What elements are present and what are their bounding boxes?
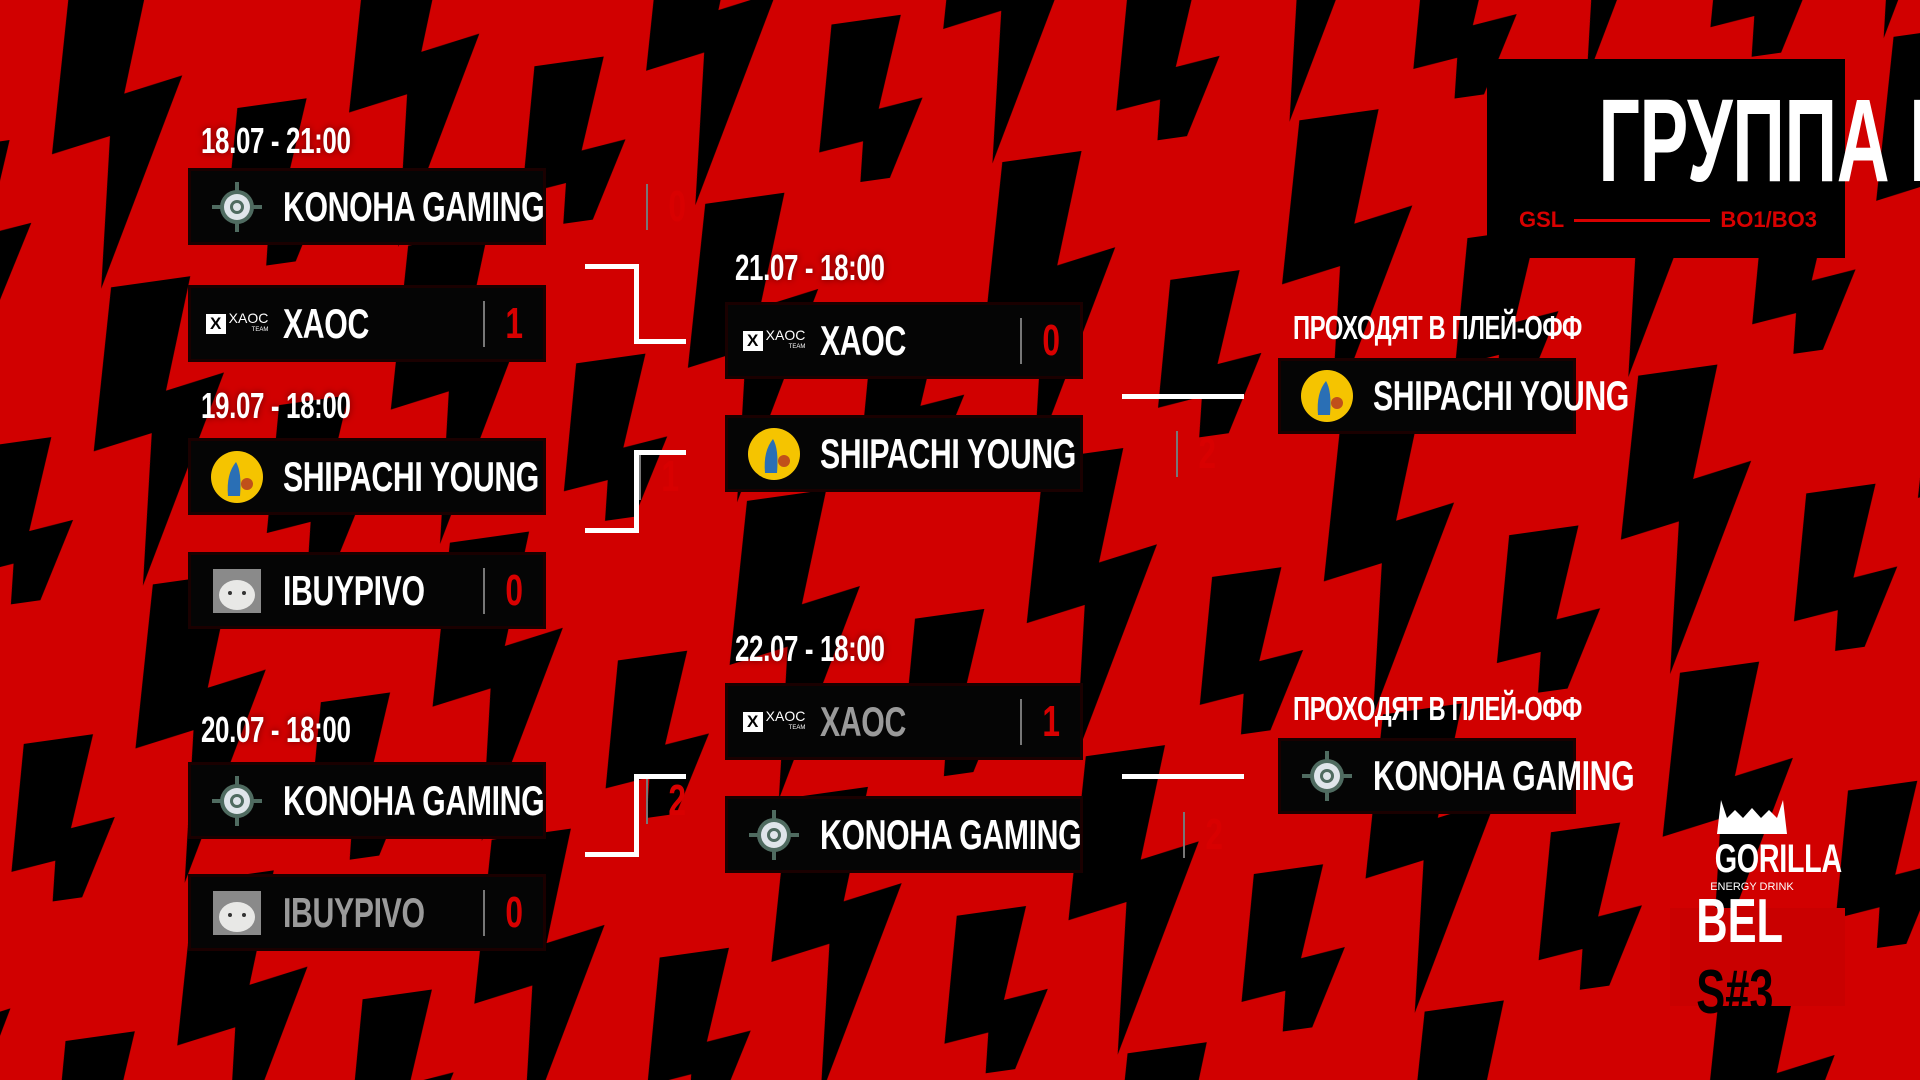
team-row: IBUYPIVO 0 xyxy=(188,874,546,951)
team-name: XAOC xyxy=(283,299,369,347)
team-score: 2 xyxy=(1197,428,1216,478)
advance-label: ПРОХОДЯТ В ПЛЕЙ-ОФФ xyxy=(1293,309,1582,346)
score-divider xyxy=(483,567,485,614)
team-score: 1 xyxy=(660,451,679,501)
team-row: IBUYPIVO 0 xyxy=(188,552,546,629)
score-divider xyxy=(645,777,648,824)
match-date: 18.07 - 21:00 xyxy=(201,120,351,161)
shipachi-icon xyxy=(211,450,263,503)
crown-icon xyxy=(1717,800,1787,834)
score-divider xyxy=(638,453,641,500)
score-divider xyxy=(1020,317,1022,364)
team-row: KONOHA GAMING 2 xyxy=(188,762,686,839)
match-date: 22.07 - 18:00 xyxy=(735,628,885,669)
team-score: 0 xyxy=(505,565,523,615)
score-divider xyxy=(1175,430,1178,477)
team-name: KONOHA GAMING xyxy=(820,810,1082,858)
konoha-icon xyxy=(212,181,262,232)
team-score: 1 xyxy=(1042,696,1060,746)
advance-label: ПРОХОДЯТ В ПЛЕЙ-ОФФ xyxy=(1293,690,1582,727)
team-name: KONOHA GAMING xyxy=(283,776,545,824)
sponsor-tagline: ENERGY DRINK xyxy=(1710,881,1794,893)
team-score: 0 xyxy=(505,887,523,937)
team-row: SHIPACHI YOUNG 2 xyxy=(725,415,1215,492)
score-divider xyxy=(1182,811,1185,858)
team-name: SHIPACHI YOUNG xyxy=(820,429,1076,477)
team-name: IBUYPIVO xyxy=(283,888,425,936)
season-badge: BEL S#3 xyxy=(1670,887,1845,1027)
group-title: ГРУППА Б xyxy=(1598,75,1920,207)
season-region: BEL xyxy=(1696,887,1783,956)
match-date: 19.07 - 18:00 xyxy=(201,385,351,426)
match-date: 20.07 - 18:00 xyxy=(201,709,351,750)
shipachi-icon xyxy=(748,427,800,480)
score-divider xyxy=(645,183,648,230)
advancing-team: KONOHA GAMING xyxy=(1278,738,1635,814)
cat-icon xyxy=(213,890,261,935)
shipachi-icon xyxy=(1301,370,1353,422)
format-bo: BO1/BO3 xyxy=(1720,207,1817,232)
score-divider xyxy=(1020,698,1022,745)
format-gsl: GSL xyxy=(1519,207,1565,232)
gorilla-logo: GORILLA ENERGY DRINK xyxy=(1690,800,1842,896)
cat-icon xyxy=(213,568,261,613)
score-divider xyxy=(483,889,485,936)
team-name: IBUYPIVO xyxy=(283,566,425,614)
team-row: SHIPACHI YOUNG 1 xyxy=(188,438,678,515)
team-score: 2 xyxy=(668,775,686,825)
team-name: SHIPACHI YOUNG xyxy=(283,452,539,500)
team-row: KONOHA GAMING 2 xyxy=(725,796,1223,873)
konoha-icon xyxy=(1302,751,1352,801)
team-name: SHIPACHI YOUNG xyxy=(1373,372,1629,419)
divider xyxy=(1574,218,1711,222)
team-score: 0 xyxy=(668,181,686,231)
sponsor-name: GORILLA xyxy=(1714,837,1842,881)
season-number: S#3 xyxy=(1696,958,1774,1027)
team-name: KONOHA GAMING xyxy=(283,182,545,230)
konoha-icon xyxy=(749,809,799,860)
team-name: KONOHA GAMING xyxy=(1373,752,1635,799)
team-score: 1 xyxy=(505,298,523,348)
group-title-panel: ГРУППА Б GSL BO1/BO3 xyxy=(1487,59,1920,258)
match-date: 21.07 - 18:00 xyxy=(735,247,885,288)
advancing-team: SHIPACHI YOUNG xyxy=(1278,358,1629,434)
score-divider xyxy=(483,300,485,347)
team-name: XAOC xyxy=(820,316,906,364)
team-row: KONOHA GAMING 0 xyxy=(188,168,686,245)
team-score: 2 xyxy=(1205,809,1223,859)
team-score: 0 xyxy=(1042,315,1060,365)
team-name: XAOC xyxy=(820,697,906,745)
konoha-icon xyxy=(212,775,262,826)
